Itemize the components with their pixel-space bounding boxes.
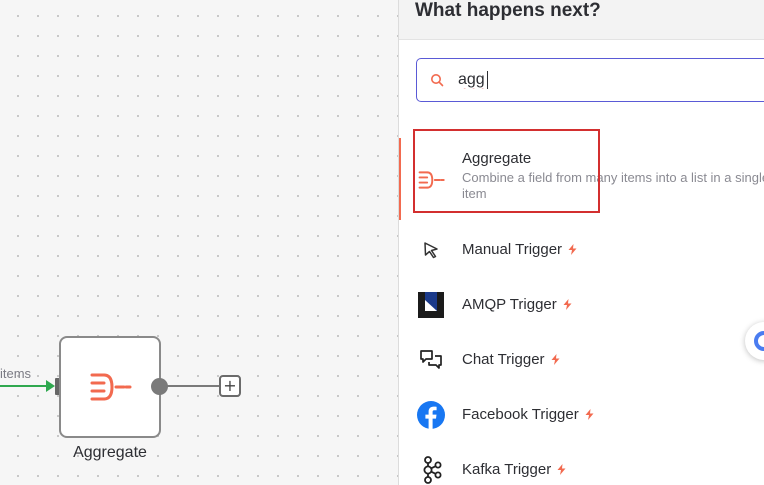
- outgoing-connection: [167, 385, 219, 387]
- node-item-manual-trigger[interactable]: Manual Trigger: [399, 222, 764, 277]
- search-input[interactable]: [458, 71, 708, 89]
- node-list: Aggregate Combine a field from many item…: [399, 132, 764, 485]
- assistant-bubble-button[interactable]: [745, 322, 764, 360]
- workflow-canvas[interactable]: items Aggregate +: [0, 0, 398, 485]
- cursor-icon: [417, 236, 445, 264]
- node-item-name: Aggregate: [462, 150, 532, 167]
- trigger-bolt-icon: [568, 244, 577, 255]
- node-creator-panel: What happens next?: [398, 0, 764, 485]
- node-item-name: Chat Trigger: [462, 351, 545, 368]
- node-item-name: Manual Trigger: [462, 241, 563, 258]
- panel-header: What happens next?: [399, 0, 764, 40]
- connection-arrow-icon: [46, 380, 55, 392]
- incoming-connection[interactable]: [0, 385, 52, 387]
- node-item-name: AMQP Trigger: [462, 296, 557, 313]
- plus-icon: +: [223, 376, 237, 395]
- trigger-bolt-icon: [551, 354, 560, 365]
- kafka-icon: [417, 455, 445, 484]
- node-item-amqp-trigger[interactable]: AMQP Trigger: [399, 277, 764, 332]
- facebook-icon: [417, 400, 445, 429]
- assistant-icon: [754, 331, 764, 351]
- trigger-bolt-icon: [563, 299, 572, 310]
- edge-items-label: items: [0, 366, 32, 381]
- trigger-bolt-icon: [557, 464, 566, 475]
- node-item-kafka-trigger[interactable]: Kafka Trigger: [399, 442, 764, 485]
- amqp-logo-icon: [417, 291, 445, 319]
- node-item-aggregate[interactable]: Aggregate Combine a field from many item…: [399, 132, 764, 222]
- trigger-bolt-icon: [585, 409, 594, 420]
- search-icon: [431, 74, 444, 87]
- panel-title: What happens next?: [415, 0, 601, 21]
- node-output-handle[interactable]: [151, 378, 168, 395]
- node-item-name: Kafka Trigger: [462, 461, 552, 478]
- add-node-button[interactable]: +: [219, 375, 241, 397]
- search-box[interactable]: [416, 58, 764, 102]
- text-caret: [487, 71, 488, 89]
- aggregate-icon: [90, 373, 132, 401]
- node-item-chat-trigger[interactable]: Chat Trigger: [399, 332, 764, 387]
- aggregate-node[interactable]: [59, 336, 161, 438]
- aggregate-icon: [417, 166, 445, 194]
- node-item-description: Combine a field from many items into a l…: [462, 170, 764, 201]
- node-item-name: Facebook Trigger: [462, 406, 579, 423]
- node-item-facebook-trigger[interactable]: Facebook Trigger: [399, 387, 764, 442]
- node-name: Aggregate: [73, 444, 147, 461]
- chat-bubbles-icon: [417, 346, 445, 374]
